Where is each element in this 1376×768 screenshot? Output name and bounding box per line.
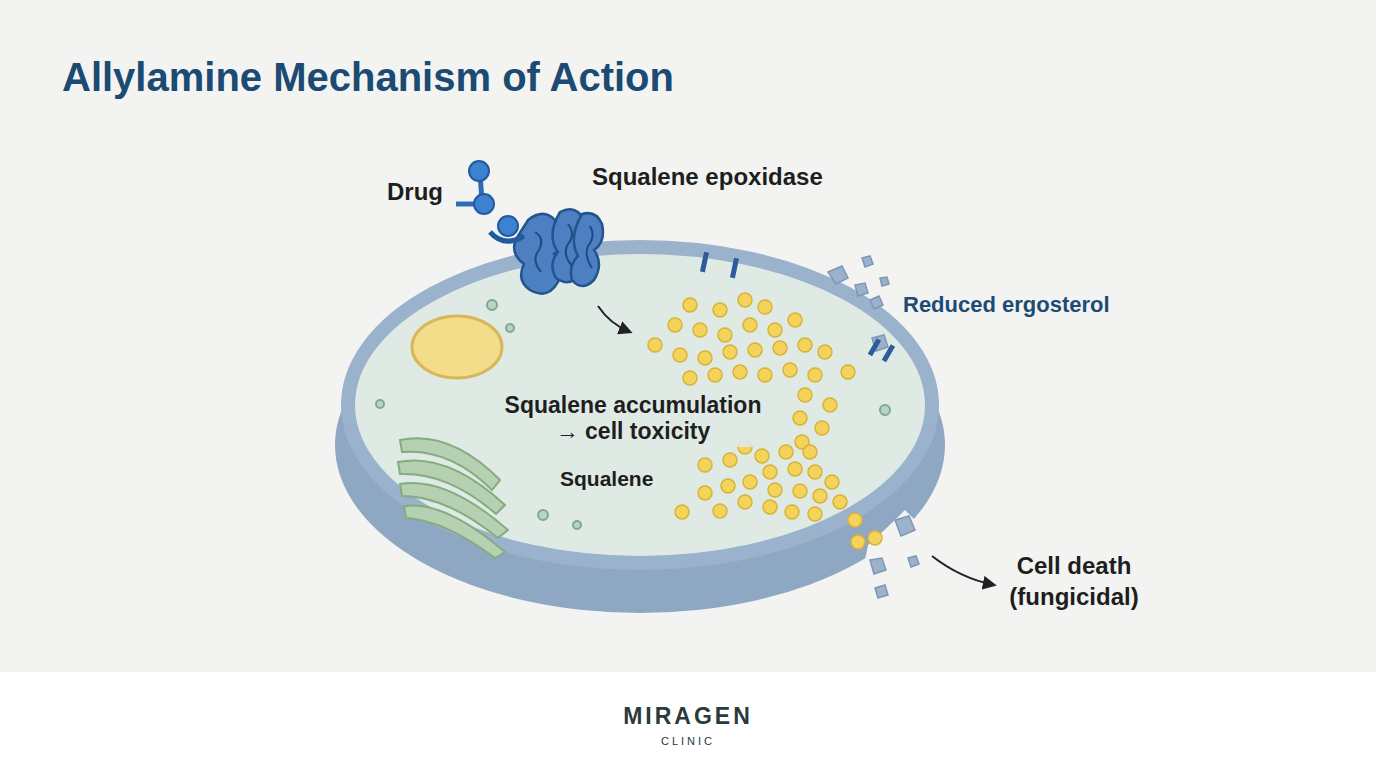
arrow: [932, 556, 994, 585]
footer-band: [0, 672, 1376, 768]
brand-sub: CLINIC: [0, 735, 1376, 747]
title: Allylamine Mechanism of Action: [62, 55, 674, 100]
outcome-label: Cell death (fungicidal): [982, 550, 1166, 612]
drug-molecule: [456, 161, 524, 241]
enzyme-label: Squalene epoxidase: [592, 163, 823, 191]
brand-name: MIRAGEN: [0, 703, 1376, 730]
toxicity-label: Squalene accumulation → cell toxicity: [488, 390, 778, 447]
drug-label: Drug: [387, 178, 443, 206]
nucleus: [412, 316, 502, 378]
cell-top: [348, 247, 932, 563]
enzyme: [514, 209, 603, 293]
arrow: [598, 306, 630, 332]
golgi: [398, 438, 508, 558]
ergosterol-label: Reduced ergosterol: [903, 292, 1110, 318]
squalene-label: Squalene: [560, 467, 653, 491]
